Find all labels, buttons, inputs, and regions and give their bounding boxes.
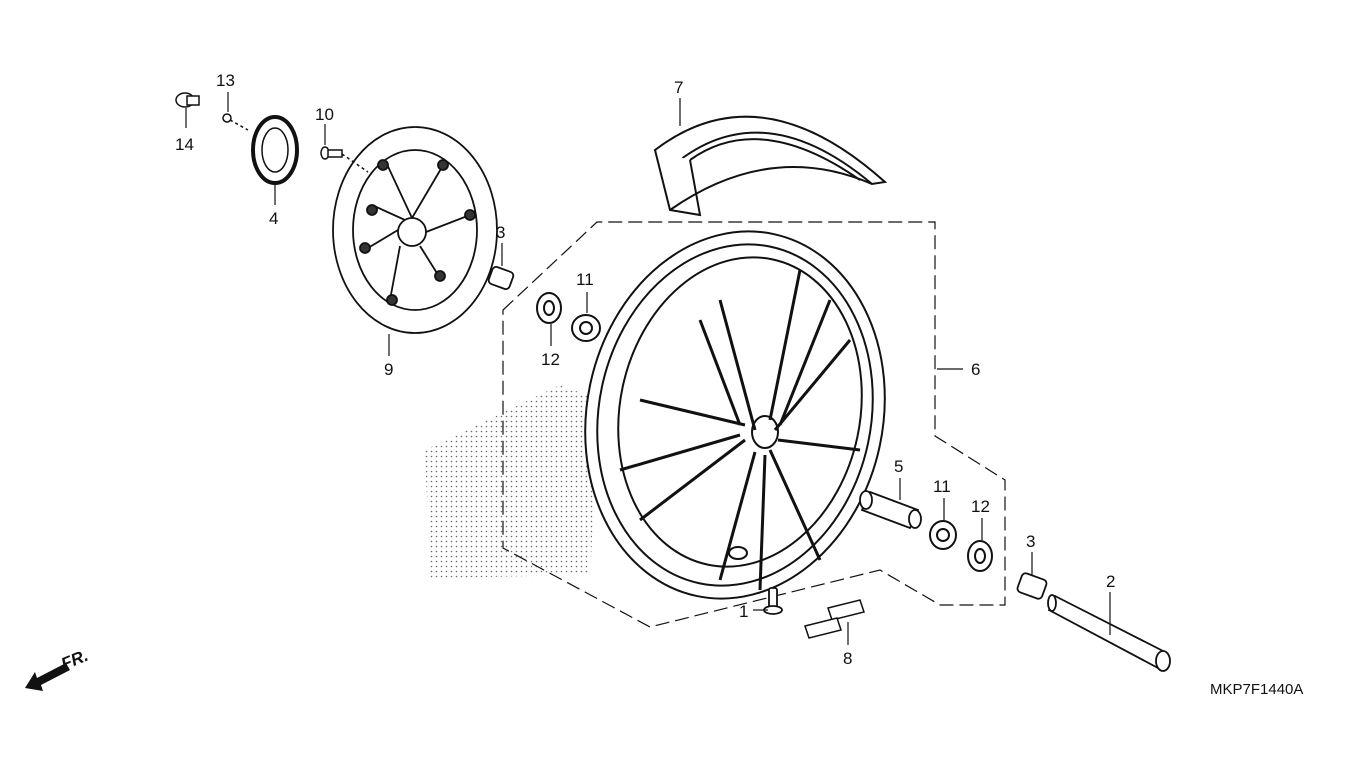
bearing-icon	[571, 314, 601, 342]
tire-icon	[653, 115, 888, 217]
callout-13: 13	[216, 71, 235, 90]
callout-12: 12	[971, 497, 990, 516]
leader-lines	[185, 92, 1111, 645]
callout-12: 12	[541, 350, 560, 369]
brake-disc-icon	[332, 126, 498, 334]
side-collar-icon	[487, 266, 515, 290]
callout-14: 14	[175, 135, 194, 154]
disc-bolt-icon	[320, 146, 369, 173]
callout-9: 9	[384, 360, 393, 379]
callout-1: 1	[739, 602, 748, 621]
wheel-icon	[584, 230, 886, 600]
valve-stem-icon	[763, 587, 783, 615]
pulser-ring-icon	[251, 115, 299, 185]
callout-10: 10	[315, 105, 334, 124]
callout-11: 11	[576, 270, 594, 289]
callout-3: 3	[1026, 532, 1035, 551]
axle-icon	[1047, 594, 1171, 672]
callout-11: 11	[933, 477, 951, 496]
callout-3: 3	[496, 223, 505, 242]
bearing-icon	[929, 520, 957, 550]
callout-8: 8	[843, 649, 852, 668]
balance-weight-icon	[804, 599, 865, 639]
callout-5: 5	[894, 457, 903, 476]
callout-7: 7	[674, 78, 683, 97]
front-direction-arrow-icon: FR.	[25, 646, 91, 691]
screw-icon	[222, 113, 249, 131]
direction-label: FR.	[58, 646, 91, 674]
dust-seal-icon	[536, 292, 562, 324]
assembly-boundary	[502, 221, 1006, 628]
distance-collar-icon	[859, 490, 922, 530]
flange-bolt-icon	[175, 92, 200, 108]
callout-2: 2	[1106, 572, 1115, 591]
stipple-shadow	[425, 385, 600, 578]
callout-4: 4	[269, 209, 278, 228]
side-collar-icon	[1016, 572, 1048, 600]
drawing-code: MKP7F1440A	[1210, 681, 1303, 698]
dust-seal-icon	[967, 540, 993, 572]
callout-6: 6	[971, 360, 980, 379]
